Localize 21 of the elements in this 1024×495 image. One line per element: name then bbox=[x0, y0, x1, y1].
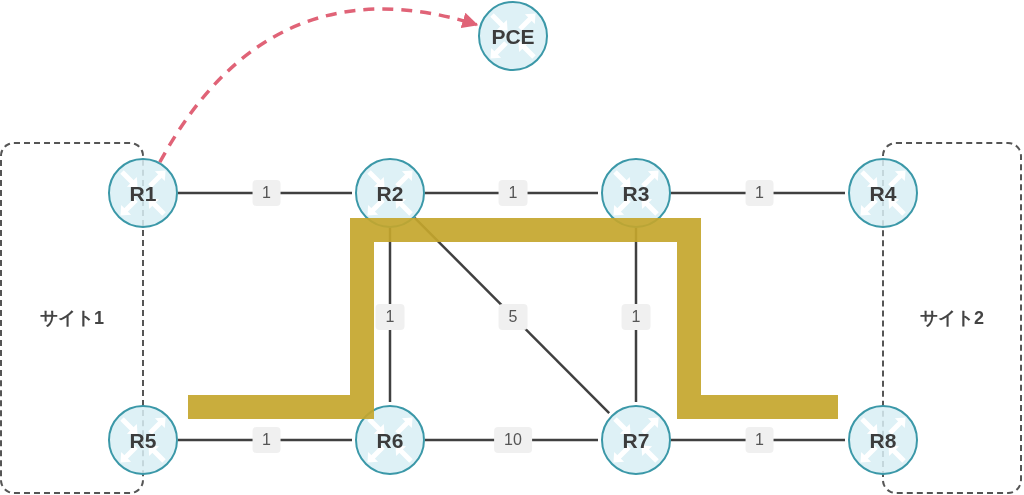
edge-label: 10 bbox=[494, 427, 532, 453]
router-label: R6 bbox=[376, 429, 404, 451]
edge-label: 5 bbox=[498, 303, 528, 330]
edge-label: 1 bbox=[745, 180, 774, 206]
router-label: R3 bbox=[622, 182, 650, 204]
router-label: R5 bbox=[129, 429, 157, 451]
site-label: サイト2 bbox=[920, 308, 984, 328]
edge-label: 1 bbox=[252, 180, 281, 206]
router-label: PCE bbox=[491, 25, 535, 47]
router-label: R8 bbox=[869, 429, 897, 451]
router-label: R4 bbox=[869, 182, 897, 204]
edge-label: 1 bbox=[375, 303, 405, 330]
arrow bbox=[158, 7, 479, 164]
router-label: R2 bbox=[376, 182, 404, 204]
edge-label: 1 bbox=[498, 180, 528, 206]
router-label: R7 bbox=[622, 429, 650, 451]
edge-label: 1 bbox=[745, 427, 774, 453]
router-label: R1 bbox=[129, 182, 157, 204]
edge-label: 1 bbox=[621, 303, 651, 330]
edge-label: 1 bbox=[252, 427, 281, 453]
site-label: サイト1 bbox=[40, 308, 104, 328]
